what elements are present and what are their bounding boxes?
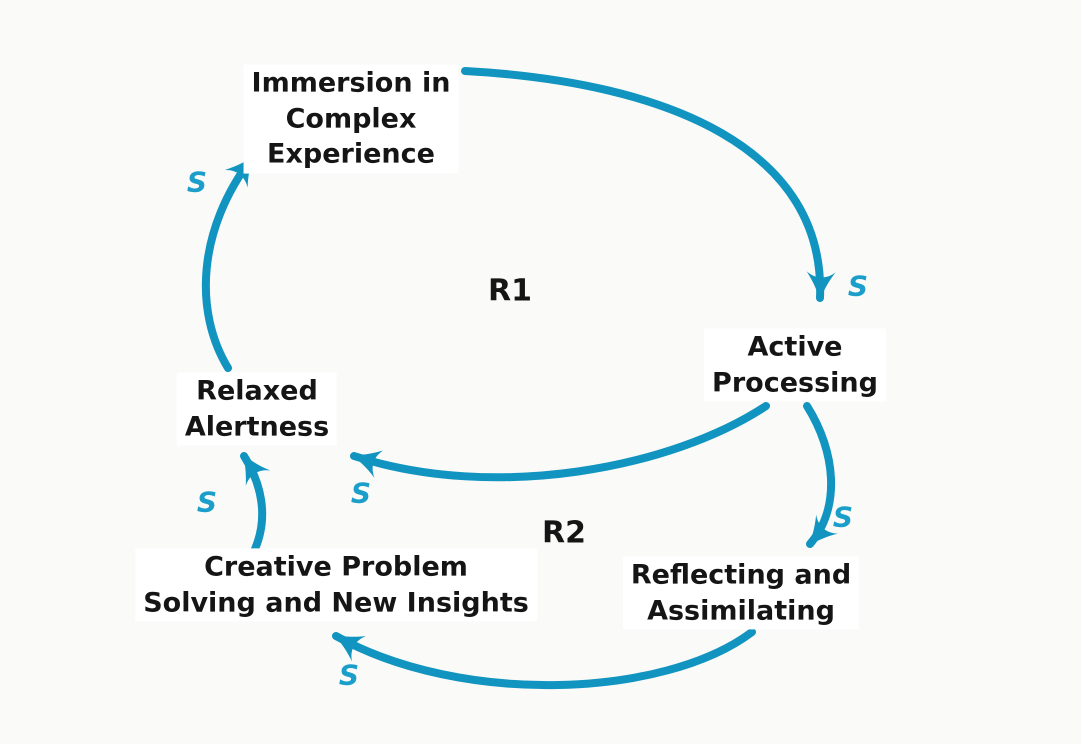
polarity-label-creative-to-relaxed: S: [196, 485, 218, 519]
arrow-relaxed-to-immersion-icon: [201, 154, 256, 372]
loop-label-r1: R1: [488, 273, 532, 309]
polarity-label-reflecting-to-creative: S: [338, 658, 360, 692]
node-active-processing: Active Processing: [704, 328, 886, 402]
polarity-label-active-to-relaxed: S: [350, 476, 372, 510]
arrow-immersion-to-active-icon: [461, 67, 836, 302]
arrow-reflecting-to-creative-icon: [332, 628, 756, 689]
polarity-label-immersion-to-active: S: [847, 269, 869, 303]
arrow-creative-to-relaxed-icon: [240, 452, 271, 553]
loop-label-r2: R2: [542, 515, 586, 551]
node-reflecting-and-assimilating: Reflecting and Assimilating: [622, 556, 860, 630]
arrow-active-to-reflecting-icon: [803, 402, 839, 548]
node-immersion-in-complex-experience: Immersion in Complex Experience: [243, 64, 459, 174]
arrow-active-to-relaxed-icon: [350, 402, 770, 482]
polarity-label-active-to-reflecting: S: [832, 500, 854, 534]
polarity-label-relaxed-to-immersion: S: [186, 165, 208, 199]
node-creative-problem-solving: Creative Problem Solving and New Insight…: [135, 548, 537, 622]
node-relaxed-alertness: Relaxed Alertness: [176, 372, 338, 446]
